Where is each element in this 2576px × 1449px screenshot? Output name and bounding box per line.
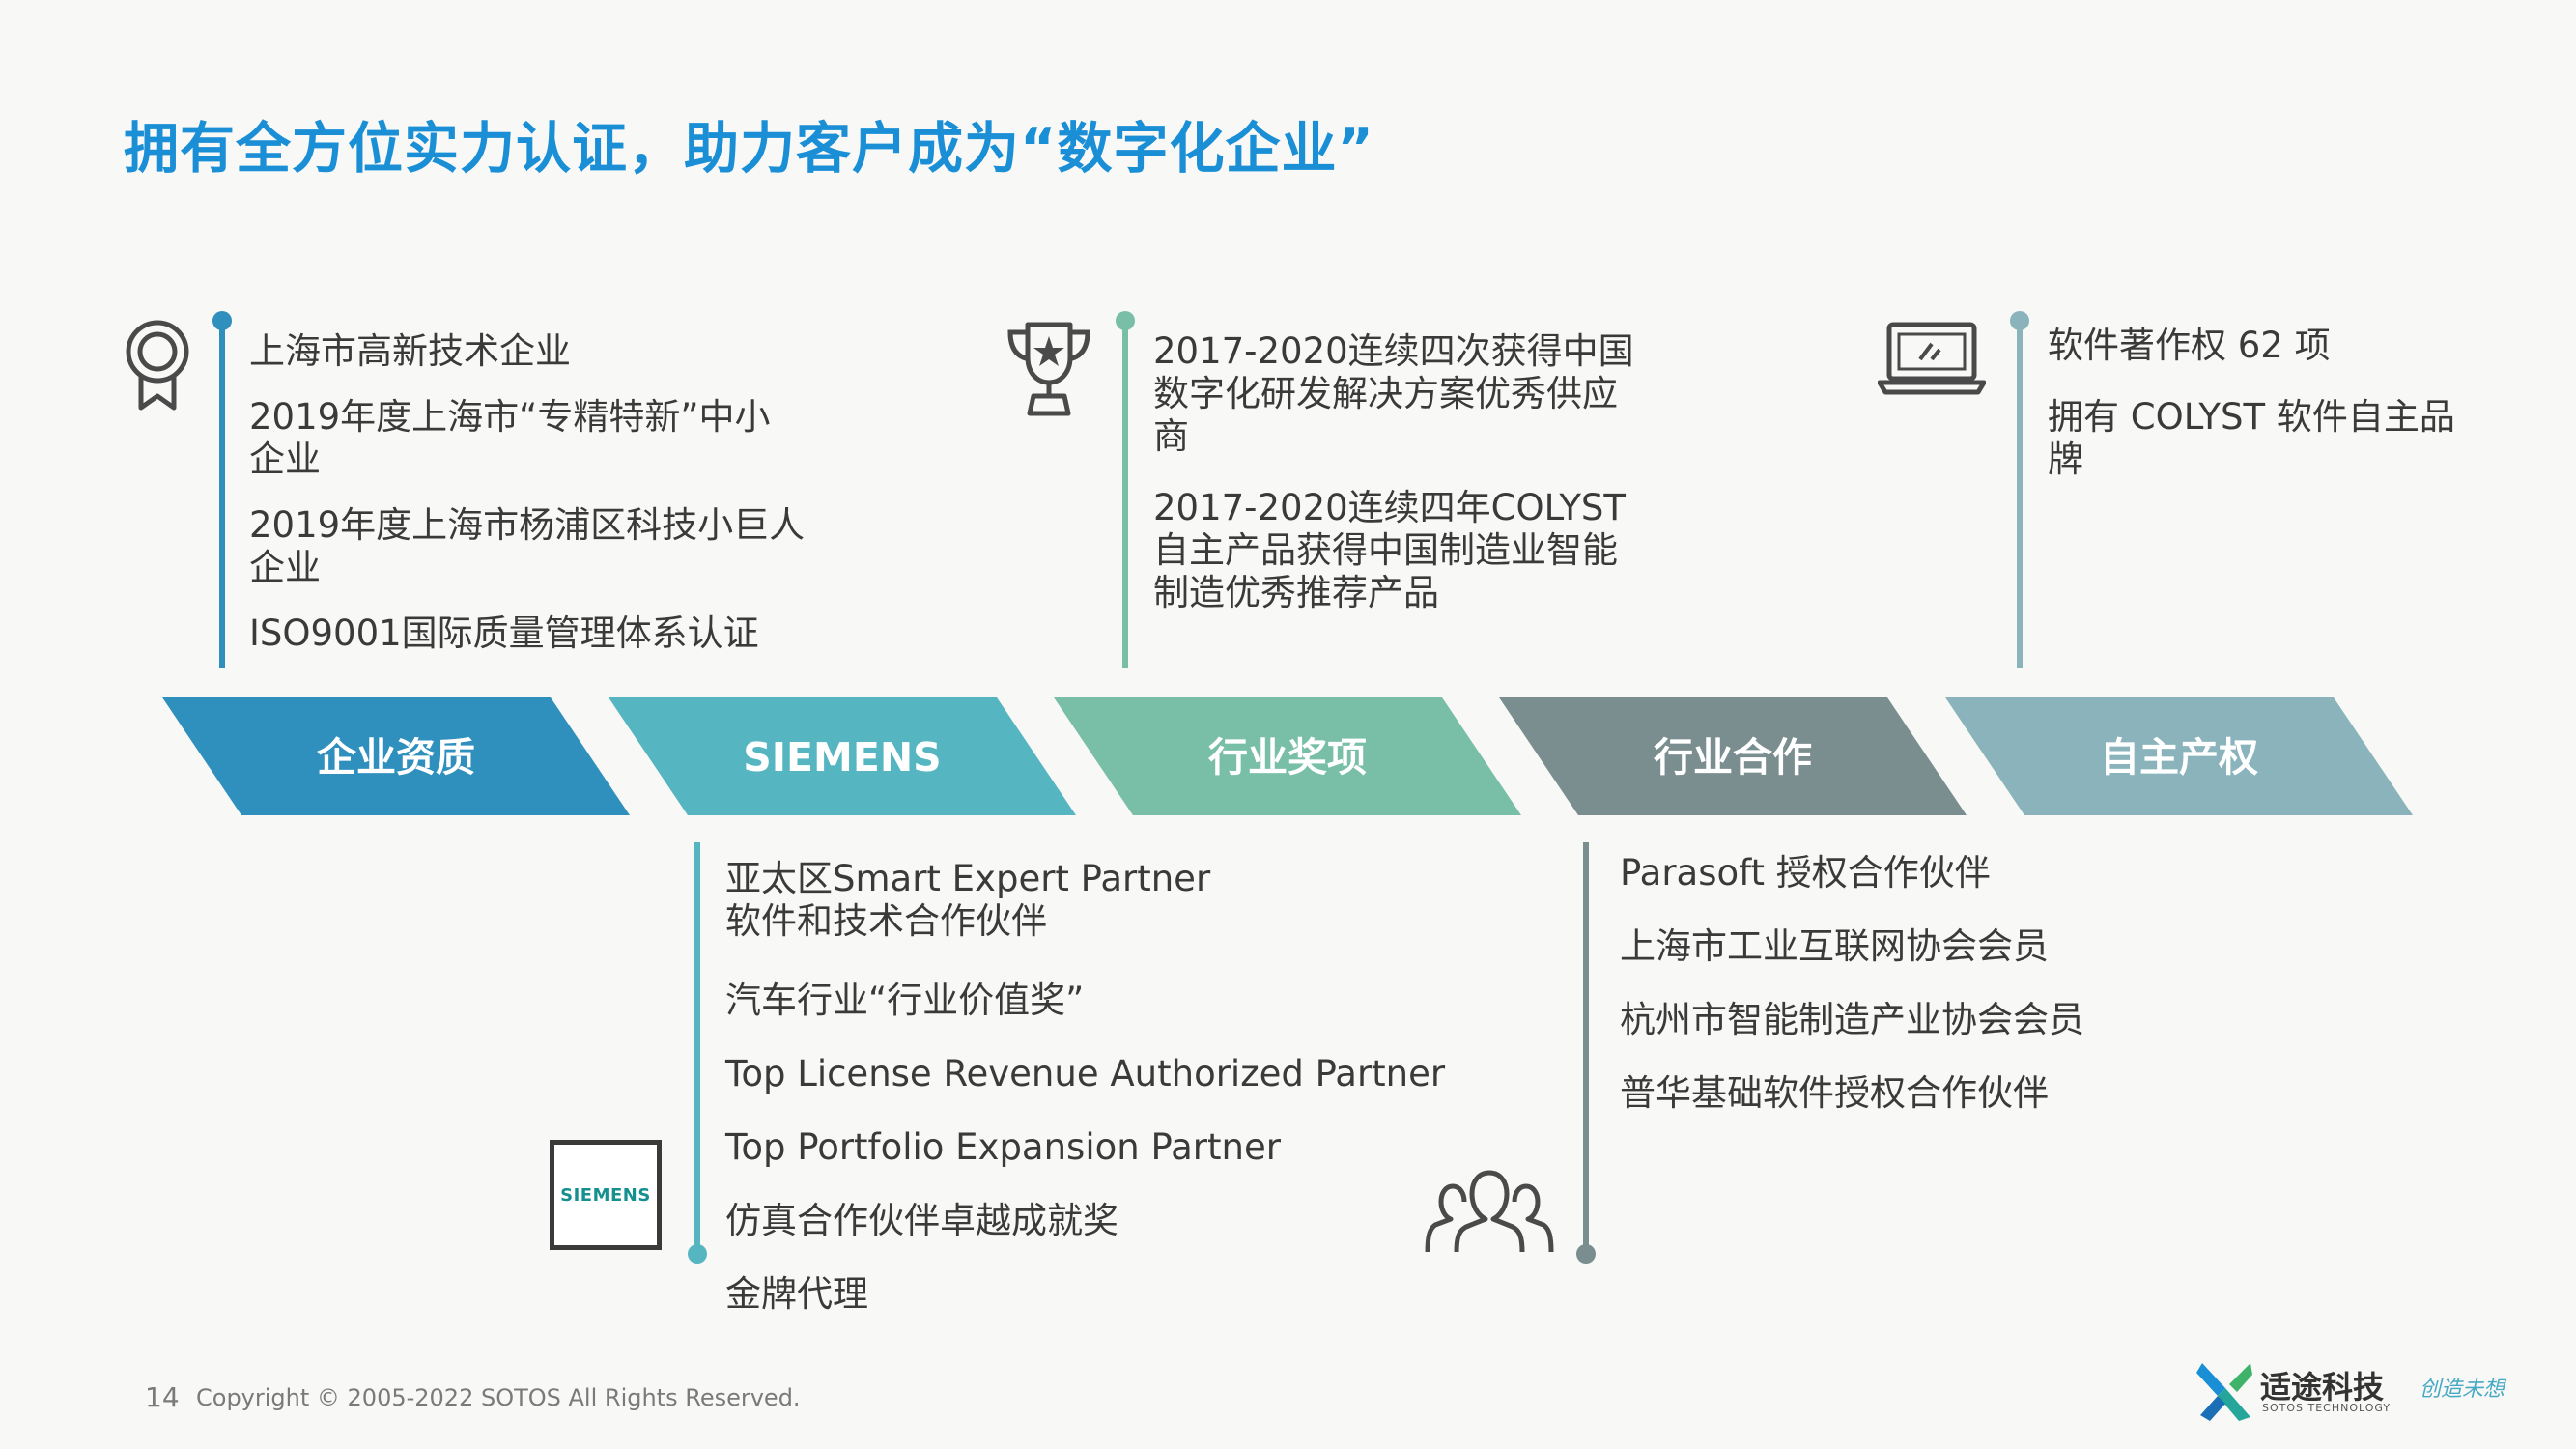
- list-item: 杭州市智能制造产业协会会员: [1620, 999, 2084, 1040]
- logo-subtitle: SOTOS TECHNOLOGY: [2262, 1402, 2392, 1414]
- timeline-line-qualification: [212, 311, 232, 668]
- list-item: 汽车行业“行业价值奖”: [725, 980, 1085, 1021]
- timeline-line-cooperation: [1576, 842, 1596, 1264]
- slogan: 创造未想: [2420, 1378, 2505, 1402]
- chevron-awards: [1054, 697, 1521, 815]
- list-item: 2017-2020连续四次获得中国 数字化研发解决方案优秀供应 商: [1153, 330, 1634, 457]
- list-item: 拥有 COLYST 软件自主品 牌: [2048, 396, 2455, 480]
- list-item: 上海市高新技术企业: [249, 330, 571, 372]
- qualification-list: 上海市高新技术企业 2019年度上海市“专精特新”中小 企业 2019年度上海市…: [249, 330, 829, 678]
- people-group-icon: [1425, 1170, 1554, 1253]
- siemens-list: 亚太区Smart Expert Partner 软件和技术合作伙伴 汽车行业“行…: [725, 858, 1498, 1347]
- category-label-awards: 行业奖项: [1208, 734, 1367, 781]
- list-item: Parasoft 授权合作伙伴: [1620, 852, 1991, 894]
- timeline-line-siemens: [688, 842, 707, 1264]
- company-logo: 适途科技 SOTOS TECHNOLOGY: [2193, 1357, 2390, 1425]
- category-label-siemens: SIEMENS: [743, 734, 942, 781]
- list-item: 2019年度上海市杨浦区科技小巨人 企业: [249, 504, 806, 588]
- timeline-line-ip: [2010, 311, 2029, 668]
- page-title: 拥有全方位实力认证，助力客户成为“数字化企业”: [124, 117, 1374, 181]
- siemens-logo: SIEMENS: [550, 1140, 662, 1250]
- ip-list: 软件著作权 62 项 拥有 COLYST 软件自主品 牌: [2048, 325, 2550, 504]
- sotos-logo-icon: [2196, 1363, 2252, 1421]
- list-item: Top Portfolio Expansion Partner: [725, 1126, 1281, 1168]
- trophy-icon: [1007, 322, 1090, 416]
- list-item: 2017-2020连续四年COLYST 自主产品获得中国制造业智能 制造优秀推荐…: [1153, 487, 1627, 613]
- list-item: 仿真合作伙伴卓越成就奖: [725, 1200, 1118, 1241]
- category-label-ip: 自主产权: [2100, 734, 2258, 781]
- awards-list: 2017-2020连续四次获得中国 数字化研发解决方案优秀供应 商 2017-2…: [1153, 330, 1733, 638]
- list-item: Top License Revenue Authorized Partner: [725, 1053, 1446, 1094]
- logo-name: 适途科技: [2260, 1369, 2385, 1406]
- list-item: ISO9001国际质量管理体系认证: [249, 612, 759, 654]
- page-number: 14: [145, 1381, 180, 1413]
- cooperation-list: Parasoft 授权合作伙伴 上海市工业互联网协会会员 杭州市智能制造产业协会…: [1620, 852, 2296, 1146]
- chevron-ip: [1945, 697, 2413, 815]
- category-label-cooperation: 行业合作: [1654, 734, 1812, 781]
- list-item: 金牌代理: [725, 1273, 868, 1315]
- list-item: 普华基础软件授权合作伙伴: [1620, 1072, 2049, 1114]
- list-item: 软件著作权 62 项: [2048, 325, 2331, 366]
- medal-icon: [126, 320, 189, 411]
- chevron-cooperation: [1499, 697, 1967, 815]
- category-label-qualification: 企业资质: [317, 734, 475, 781]
- copyright-text: Copyright © 2005-2022 SOTOS All Rights R…: [196, 1384, 801, 1411]
- chevron-qualification: [162, 697, 630, 815]
- list-item: 2019年度上海市“专精特新”中小 企业: [249, 396, 771, 480]
- timeline-line-awards: [1116, 311, 1135, 668]
- list-item: 上海市工业互联网协会会员: [1620, 925, 2049, 967]
- list-item: 亚太区Smart Expert Partner 软件和技术合作伙伴: [725, 858, 1211, 942]
- chevron-siemens: [609, 697, 1076, 815]
- laptop-icon: [1878, 322, 1986, 395]
